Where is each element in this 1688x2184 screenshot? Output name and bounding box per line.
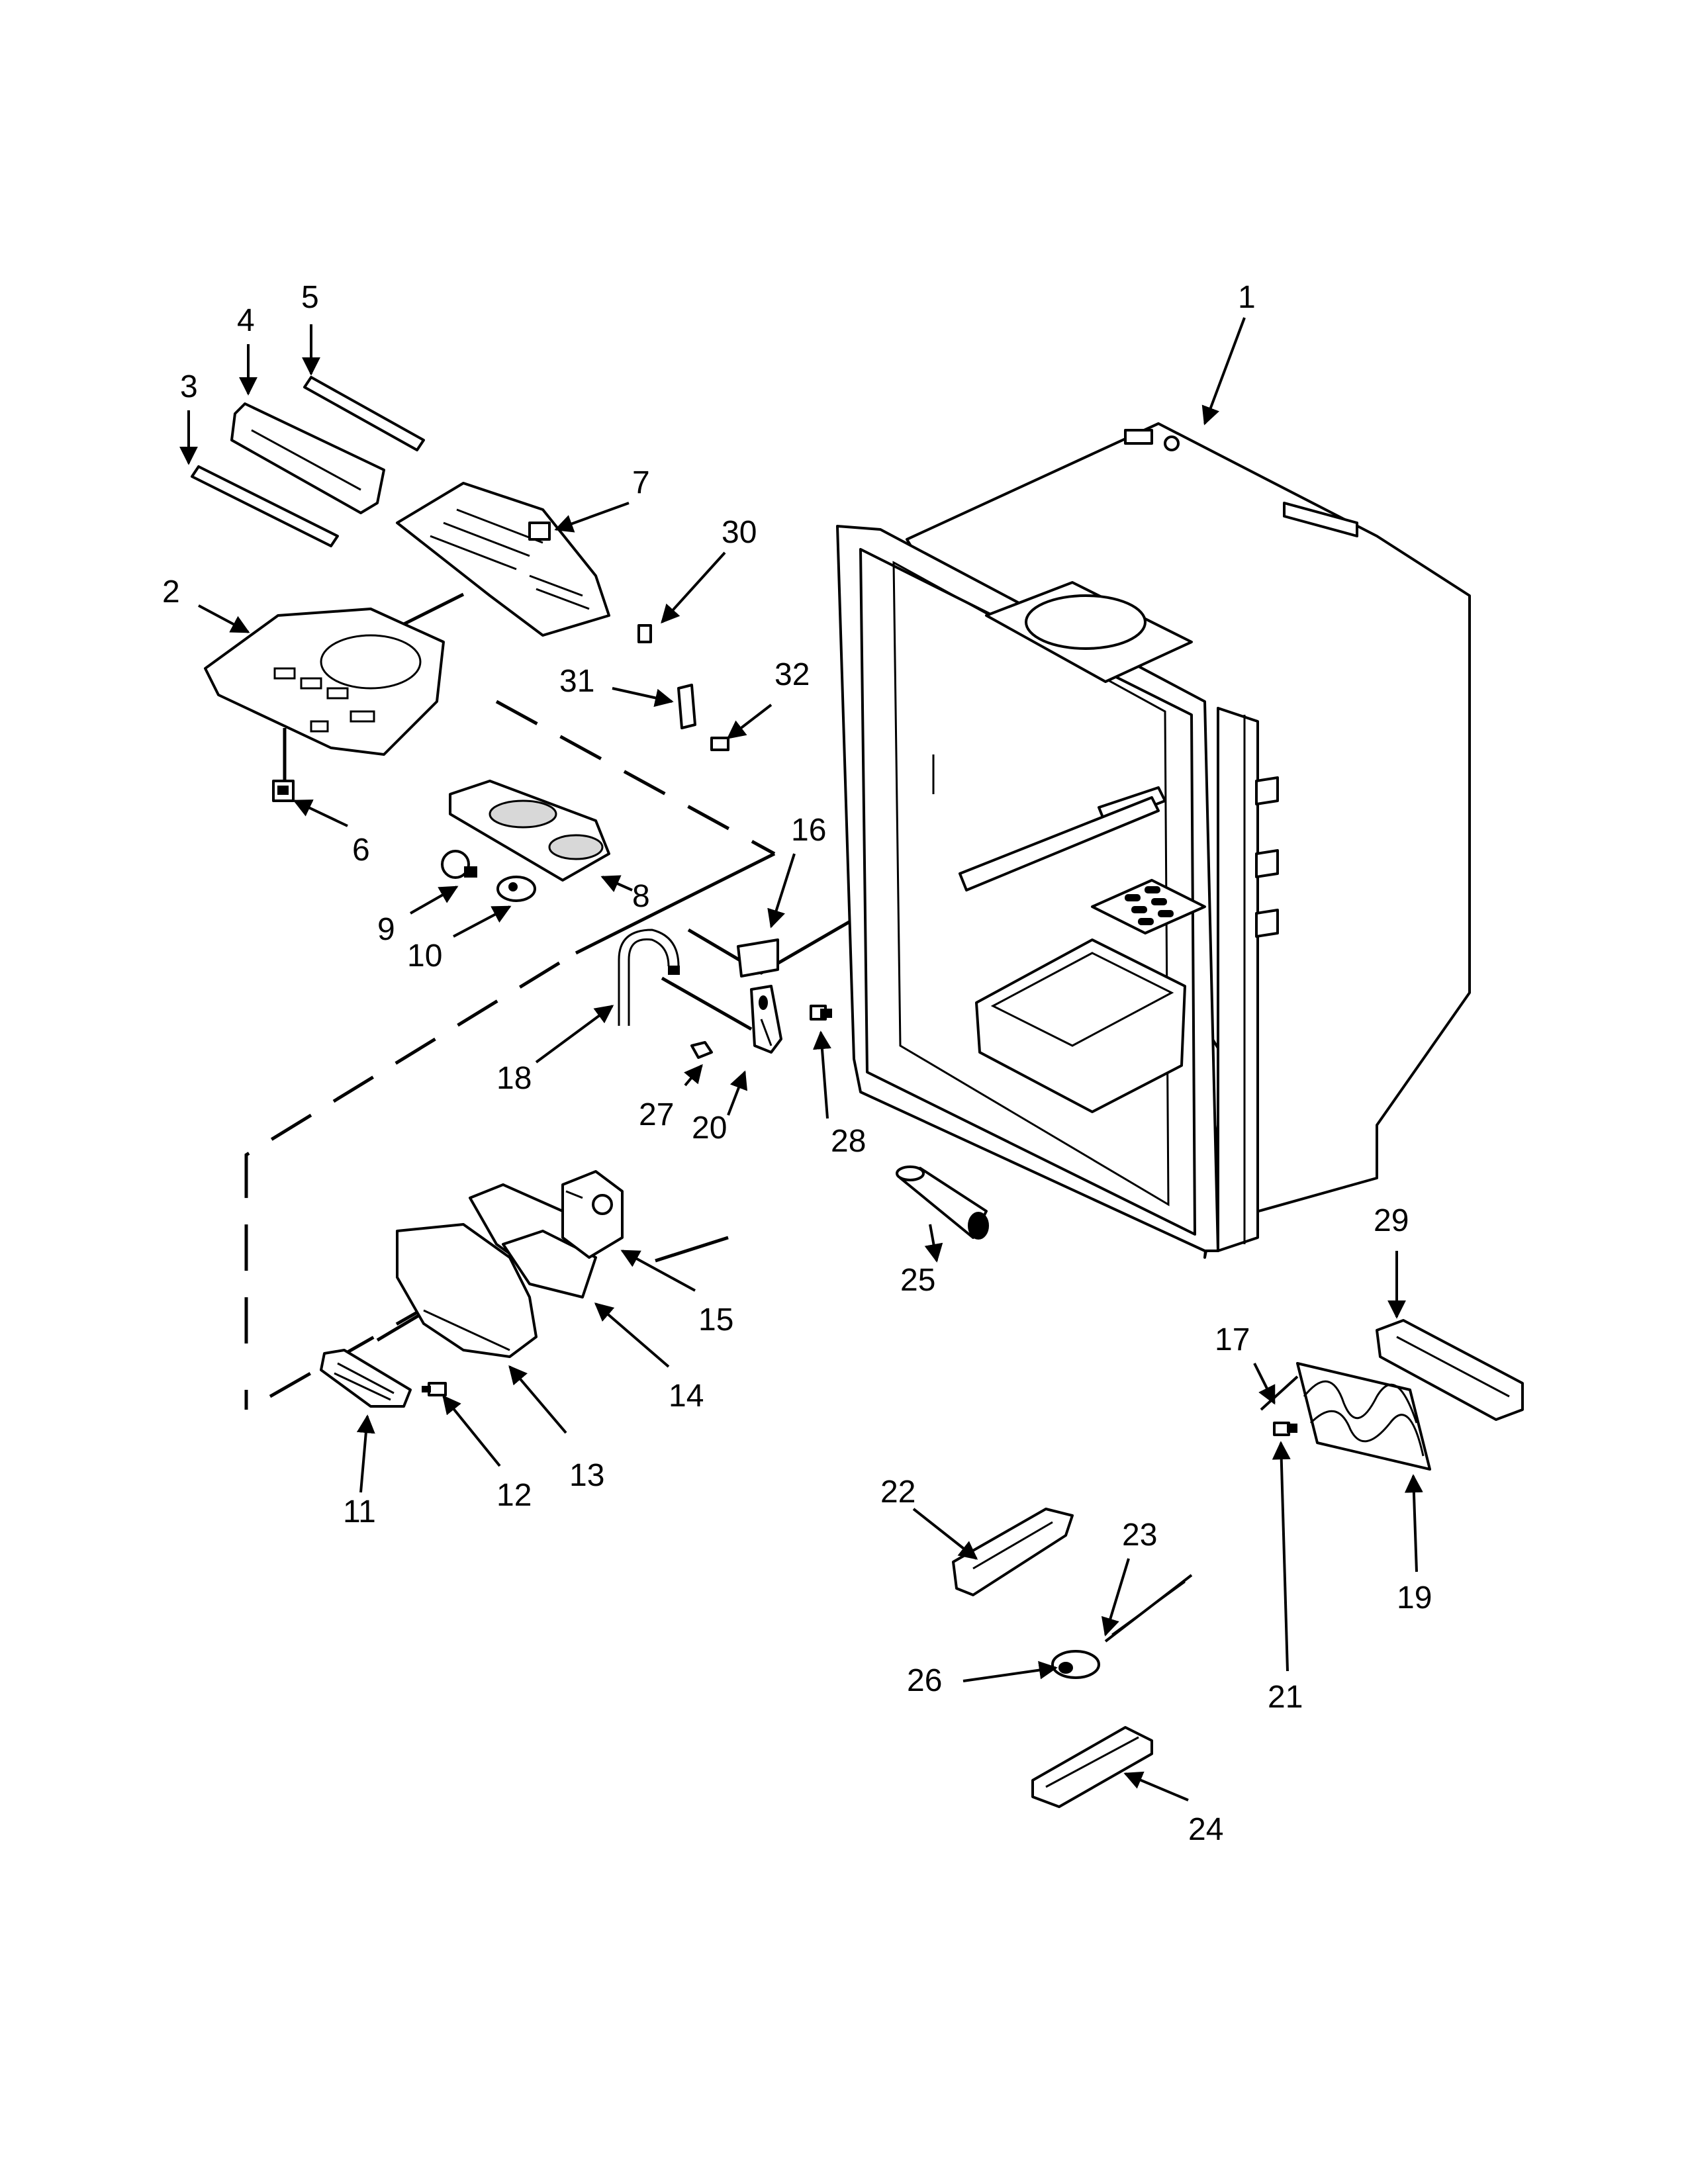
sensor-23 [1104,1574,1193,1643]
bolt-17 [1260,1375,1299,1411]
bulb-socket [496,876,536,902]
vent-cover [396,482,610,637]
callout-20: 20 [692,1111,727,1146]
callout-8: 8 [632,879,650,914]
callout-3: 3 [180,369,198,404]
callout-10: 10 [407,938,442,974]
callout-13: 13 [569,1458,604,1493]
rail-24 [1031,1726,1153,1808]
mounting-plate [303,376,425,451]
callout-9: 9 [377,912,395,947]
callout-6: 6 [352,833,370,868]
screw-28 [810,1005,832,1021]
callout-1: 1 [1238,280,1256,315]
heater-19 [1296,1362,1431,1471]
callout-19: 19 [1397,1580,1432,1615]
flap-16 [737,938,779,978]
screw-21 [1273,1422,1297,1436]
callout-30: 30 [722,515,757,550]
callout-28: 28 [831,1124,866,1159]
water-filter [896,1165,989,1240]
clip-30 [637,624,652,643]
callout-18: 18 [496,1061,532,1096]
refrigerator-liner [836,422,1471,1259]
control-bracket [230,402,385,514]
light-bulb [441,850,477,879]
callout-32: 32 [774,657,810,692]
callout-22: 22 [880,1475,915,1510]
control-housing [204,608,445,756]
callout-27: 27 [639,1097,674,1132]
screw-12 [422,1382,447,1396]
leader-arrows [179,317,1423,1801]
damper-bracket [750,985,782,1054]
trim-strip [191,465,339,547]
callout-labels: 1 2 3 4 5 6 7 8 9 10 11 12 13 14 15 16 1… [162,280,1432,1847]
water-housing [469,1183,597,1298]
clip-32 [710,737,729,751]
callout-25: 25 [900,1263,935,1298]
door-switch [272,780,295,802]
callout-21: 21 [1268,1680,1303,1715]
light-housing [449,780,610,882]
callout-5: 5 [301,280,319,315]
drain-grid [1125,886,1174,925]
drain-tube [618,929,680,1026]
water-valve [561,1170,624,1259]
callout-15: 15 [698,1302,733,1338]
callout-29: 29 [1374,1203,1409,1238]
callout-17: 17 [1215,1322,1250,1357]
bracket-29 [1376,1319,1524,1421]
housing-cover [396,1223,538,1358]
clip-27 [690,1041,713,1059]
bracket-22 [952,1508,1074,1596]
callout-16: 16 [791,813,826,848]
callout-11: 11 [343,1494,376,1529]
callout-14: 14 [669,1379,704,1414]
callout-2: 2 [162,574,180,610]
callout-12: 12 [496,1478,532,1513]
callout-23: 23 [1122,1518,1157,1553]
front-grille [320,1349,412,1408]
callout-31: 31 [559,664,594,699]
assembly-lines [244,592,955,1410]
callout-24: 24 [1188,1812,1223,1847]
callout-7: 7 [632,465,650,500]
callout-26: 26 [907,1663,942,1698]
callout-4: 4 [237,303,255,338]
clip-31 [677,684,696,729]
fitting-26 [1051,1650,1100,1679]
